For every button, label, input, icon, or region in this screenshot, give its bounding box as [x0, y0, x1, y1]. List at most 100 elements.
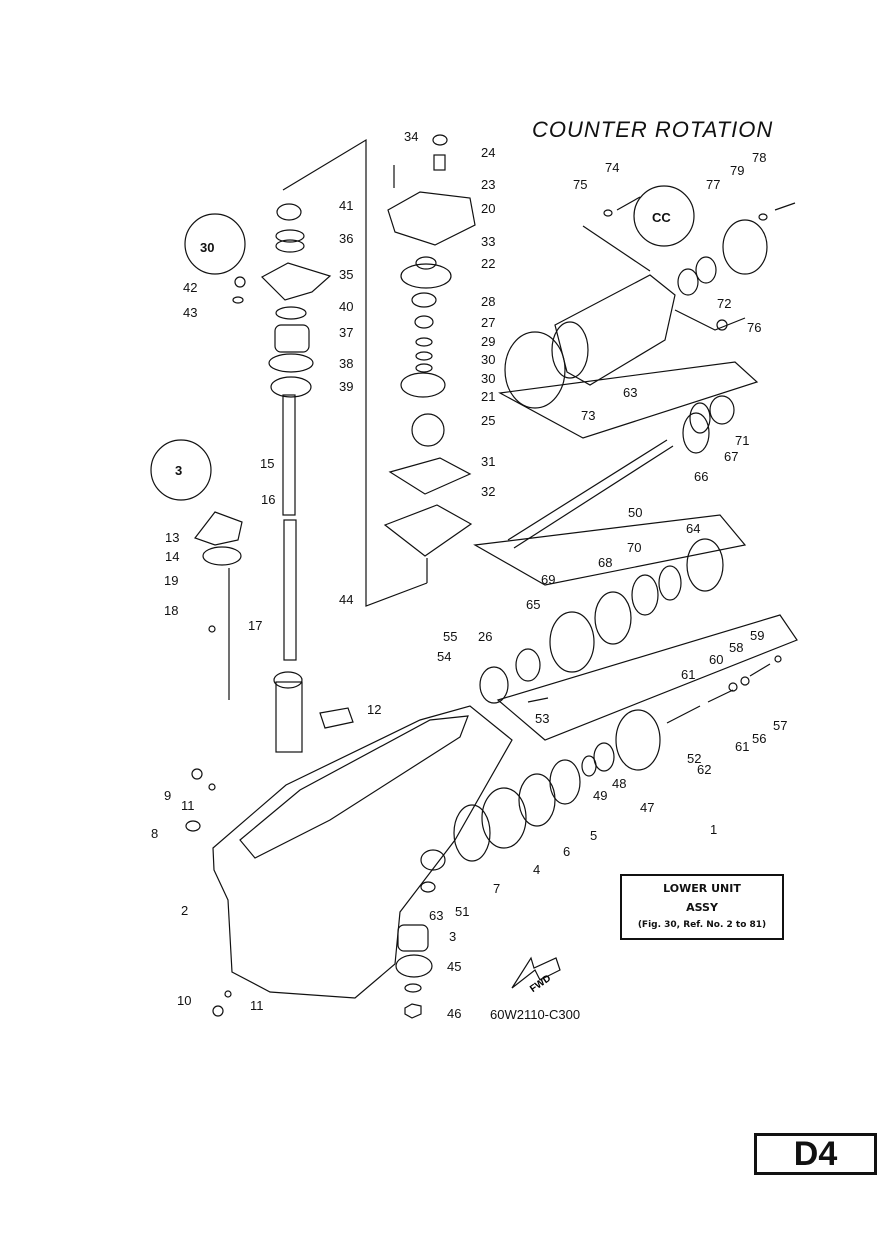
part-57-spring — [515, 648, 541, 682]
callout-35: 35 — [339, 267, 353, 282]
callout-59: 59 — [750, 628, 764, 643]
callout-18: 18 — [164, 603, 178, 618]
part-80-bolt — [774, 202, 796, 211]
part-68-shape — [682, 412, 710, 454]
part-32-plate — [388, 457, 472, 495]
callout-68: 68 — [598, 555, 612, 570]
part-78-nut — [716, 319, 728, 331]
callout-1: 1 — [710, 822, 717, 837]
part-3-shape — [397, 924, 429, 952]
part-28-shape — [414, 315, 434, 329]
part-14-shape — [202, 546, 242, 566]
part-79-shape — [722, 219, 768, 275]
callout-48: 48 — [612, 776, 626, 791]
callout-61: 61 — [735, 739, 749, 754]
callout-66: 66 — [694, 469, 708, 484]
part-20-housing — [387, 191, 476, 246]
callout-71: 71 — [735, 433, 749, 448]
leader-frame-pump — [282, 138, 428, 607]
part-72-shape — [658, 565, 682, 601]
part-61-shape — [707, 689, 734, 703]
part-24-shape — [433, 154, 446, 171]
callout-52: 52 — [687, 751, 701, 766]
part-18-shape — [208, 625, 216, 633]
driveshaft-lower — [283, 519, 297, 661]
part-65-shape — [420, 881, 436, 893]
part-33-gasket — [383, 504, 473, 557]
callout-47: 47 — [640, 800, 654, 815]
callout-10: 10 — [177, 993, 191, 1008]
callout-2: 2 — [181, 903, 188, 918]
part-37-shape — [275, 229, 305, 243]
callout-38: 38 — [339, 356, 353, 371]
callout-22: 22 — [481, 256, 495, 271]
leader-line — [582, 225, 651, 272]
callout-79: 79 — [730, 163, 744, 178]
callout-25: 25 — [481, 413, 495, 428]
part-60-shape — [774, 655, 782, 663]
part-47-shape — [404, 983, 422, 993]
callout-11: 11 — [250, 998, 264, 1013]
drive-shaft-base — [275, 681, 303, 753]
diagram-title: COUNTER ROTATION — [532, 117, 774, 142]
callout-12: 12 — [367, 702, 381, 717]
callout-13: 13 — [165, 530, 179, 545]
assy-line-1: LOWER UNIT — [663, 882, 741, 895]
callout-62: 62 — [697, 762, 711, 777]
part-29-shape — [411, 292, 437, 308]
part-74a-shape — [677, 268, 699, 296]
part-39-shape — [268, 353, 314, 373]
callout-29: 29 — [481, 334, 495, 349]
assy-line-3: (Fig. 30, Ref. No. 2 to 81) — [637, 920, 767, 930]
callout-64: 64 — [686, 521, 700, 536]
part-5-shape — [549, 759, 581, 805]
gearcase-body — [212, 705, 513, 999]
part-11b-shape — [224, 990, 232, 998]
part-12-shape — [319, 707, 354, 729]
callout-4: 4 — [533, 862, 540, 877]
part-64-front — [551, 321, 589, 379]
part-7-seal — [453, 804, 491, 862]
callout-14: 14 — [165, 549, 179, 564]
callout-28: 28 — [481, 294, 495, 309]
part-36-shape — [261, 262, 332, 301]
inset-circle-3 — [150, 439, 212, 501]
part-59b-shape — [728, 682, 738, 692]
part-59a-shape — [740, 676, 750, 686]
drive-shaft-collar — [273, 671, 303, 689]
callout-40: 40 — [339, 299, 353, 314]
callout-46: 46 — [447, 1006, 461, 1021]
callout-32: 32 — [481, 484, 495, 499]
part-50-shape — [593, 742, 615, 772]
part-22-shape — [400, 263, 452, 289]
leader-line — [674, 309, 746, 331]
assy-line-2: ASSY — [686, 901, 718, 914]
part-30b-shape — [415, 363, 433, 373]
callout-11: 11 — [181, 798, 195, 813]
callout-61: 61 — [681, 667, 695, 682]
callout-65: 65 — [526, 597, 540, 612]
part-66-bearing — [686, 538, 724, 592]
part-4-carrier — [481, 787, 527, 849]
callout-30: 30 — [481, 352, 495, 367]
callout-19: 19 — [164, 573, 178, 588]
part-53-shape — [420, 849, 446, 871]
callout-5: 5 — [590, 828, 597, 843]
part-76-bolt — [616, 196, 641, 211]
inset-mark-30: 30 — [200, 240, 214, 255]
fwd-arrow — [511, 956, 561, 989]
part-52-shaft-edge — [513, 445, 674, 549]
page-tag: D4 — [754, 1133, 877, 1175]
inset-mark-3: 3 — [175, 463, 182, 478]
inset-mark-cc: CC — [652, 210, 671, 225]
part-43-shape — [234, 276, 246, 288]
callout-20: 20 — [481, 201, 495, 216]
callout-27: 27 — [481, 315, 495, 330]
callout-30: 30 — [481, 371, 495, 386]
part-37b-shape — [275, 239, 305, 253]
callout-45: 45 — [447, 959, 461, 974]
assy-reference-box: LOWER UNIT ASSY (Fig. 30, Ref. No. 2 to … — [620, 874, 784, 940]
part-10-shape — [212, 1005, 224, 1017]
callout-75: 75 — [573, 177, 587, 192]
